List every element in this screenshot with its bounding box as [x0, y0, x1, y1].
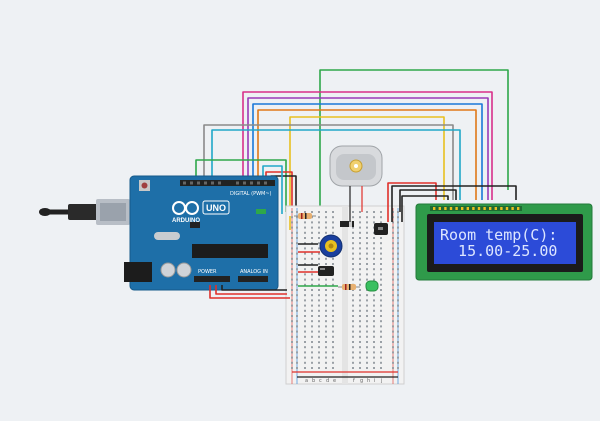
wire-teal-top[interactable]	[211, 129, 461, 200]
front-wires	[209, 182, 517, 299]
svg-text:j: j	[380, 378, 382, 384]
lcd-line-1: Room temp(C):	[440, 226, 557, 244]
svg-text:g: g	[360, 378, 363, 384]
lcd-module[interactable]: Room temp(C): 15.00-25.00	[415, 203, 593, 281]
arduino-brand: ARDUINO	[172, 218, 200, 224]
breadboard[interactable]: a b c d e f g h i j	[285, 205, 405, 385]
svg-text:f: f	[353, 378, 355, 384]
power-header	[194, 276, 230, 282]
usb-cable[interactable]	[39, 199, 130, 225]
wire-red-drop[interactable]	[209, 285, 290, 299]
crystal	[154, 232, 180, 240]
wire-green-mid[interactable]	[195, 159, 287, 212]
wire-black-lcd3[interactable]	[401, 195, 449, 222]
wire-red-lcd[interactable]	[387, 182, 437, 222]
diode[interactable]	[340, 221, 354, 227]
digital-header	[180, 180, 275, 186]
digital-pwm-label: DIGITAL (PWM~)	[230, 191, 272, 197]
power-label: POWER	[198, 269, 217, 275]
potentiometer[interactable]	[319, 234, 343, 258]
wire-purple-top[interactable]	[247, 97, 489, 200]
svg-text:c: c	[319, 378, 322, 384]
analog-in-label: ANALOG IN	[240, 269, 268, 275]
lcd-line-2: 15.00-25.00	[440, 242, 557, 260]
resistor-top[interactable]	[294, 213, 316, 219]
arduino-model: UNO	[206, 203, 226, 213]
wire-red-rail[interactable]	[215, 285, 287, 295]
wire-teal-short[interactable]	[262, 165, 283, 214]
resistor-bottom[interactable]	[338, 284, 360, 290]
arduino-logo	[172, 201, 199, 215]
wire-black-lcd[interactable]	[391, 185, 517, 222]
wire-orange-top[interactable]	[257, 109, 477, 200]
transistor[interactable]	[374, 223, 388, 235]
dc-motor[interactable]	[329, 145, 383, 222]
svg-text:i: i	[374, 378, 375, 384]
wire-green-top[interactable]	[319, 69, 509, 212]
wire-black-lcd2[interactable]	[399, 189, 457, 212]
breadboard-column-labels: a b c d e f g h i j	[305, 378, 382, 384]
temperature-sensor[interactable]	[318, 266, 334, 276]
analog-header	[238, 276, 268, 282]
svg-text:b: b	[312, 378, 315, 384]
wire-magenta-top[interactable]	[242, 91, 493, 200]
atmega-chip	[192, 244, 268, 258]
svg-text:e: e	[333, 378, 336, 384]
wire-black-rail[interactable]	[221, 285, 287, 291]
wire-blue-top[interactable]	[252, 103, 483, 200]
power-jack	[124, 262, 152, 282]
wire-gray-top[interactable]	[203, 124, 454, 200]
svg-text:a: a	[305, 378, 308, 384]
green-led[interactable]	[365, 280, 379, 292]
svg-text:h: h	[367, 378, 370, 384]
breadboard-holes	[291, 211, 399, 369]
arduino-uno-board[interactable]: DIGITAL (PWM~) ARDUINO UNO POWER ANALOG …	[124, 175, 279, 291]
svg-text:d: d	[326, 378, 329, 384]
wire-yellow-top[interactable]	[289, 116, 445, 212]
lcd-screen	[434, 222, 576, 264]
